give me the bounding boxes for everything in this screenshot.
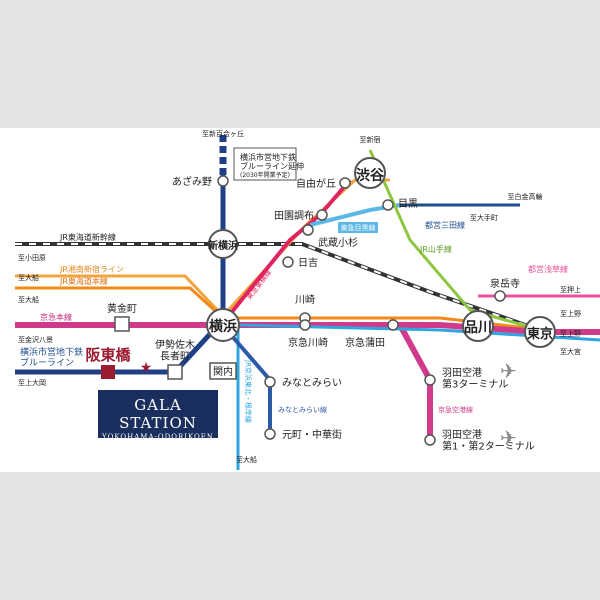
station-marker-hantobashi: [101, 365, 115, 379]
dest-label: 至白金高輪: [508, 192, 543, 201]
dest-label: 至上野: [560, 329, 581, 338]
station-motomachi: 元町・中華街: [282, 428, 342, 441]
airplane-icon: ✈: [500, 426, 517, 450]
route-map: 渋谷 横浜 新横浜 品川 東京 黄金町 伊勢佐木長者町 関内 阪東橋 ★ あざみ…: [0, 128, 600, 472]
station-marker-minatomirai: [264, 376, 276, 388]
yamanote-line: [368, 149, 541, 332]
station-yokohama: 横浜: [209, 318, 237, 335]
line-label-airport: 京急空港線: [438, 405, 473, 414]
dest-label: 至上野: [560, 309, 581, 318]
jr-tokaido-line: [15, 286, 546, 332]
line-label-toyoko: 東急東横線: [244, 268, 273, 301]
station-haneda12: 羽田空港第1・第2ターミナル: [442, 428, 535, 453]
station-marker-isezaki: [167, 364, 183, 380]
line-label-asakusa: 都営浅草線: [528, 264, 568, 274]
airplane-icon: ✈: [500, 359, 517, 383]
line-label-shonan: JR湘南新宿ライン: [59, 264, 124, 274]
property-star-icon: ★: [140, 360, 153, 376]
dest-label: 至小田原: [18, 253, 46, 262]
station-kawasaki: 川崎: [295, 293, 315, 306]
station-marker-haneda3: [424, 374, 436, 386]
station-marker-kannai: [209, 362, 237, 380]
property-subtitle: YOKOHAMA-ODORIKOEN: [101, 433, 215, 441]
line-label-shinkansen: JR東海道新幹線: [59, 232, 116, 242]
dest-label: 至新宿: [360, 135, 381, 144]
dest-label: 至上大岡: [18, 378, 46, 387]
line-label-blue-line: 横浜市営地下鉄ブルーライン: [20, 346, 83, 368]
property-box: GALA STATION YOKOHAMA-ODORIKOEN ガーラ・ステーシ…: [98, 390, 218, 452]
station-musashikosugi: 武蔵小杉: [318, 236, 358, 249]
dest-label: 至大宮: [560, 347, 581, 356]
dest-label: 至大船: [18, 273, 39, 282]
line-label-meguro: 東急目黒線: [341, 223, 376, 232]
station-hantobashi: 阪東橋: [85, 346, 131, 364]
line-label-mita: 都営三田線: [425, 220, 465, 230]
station-marker-yokohama: [206, 308, 240, 342]
station-jiyugaoka: 自由が丘: [296, 177, 336, 190]
station-azamino: あざみ野: [172, 175, 212, 188]
station-hiyoshi: 日吉: [298, 257, 318, 269]
property-name: GALA STATION: [119, 396, 197, 432]
dest-label: 至新百合ヶ丘: [202, 129, 244, 138]
station-haneda3: 羽田空港第3ターミナル: [442, 366, 508, 391]
station-tokyo: 東京: [527, 326, 553, 342]
dest-label: 至大船: [18, 295, 39, 304]
extension-note-title: 横浜市営地下鉄ブルーライン延伸: [240, 152, 304, 171]
station-shibuya: 渋谷: [356, 167, 385, 184]
route-map-svg: 渋谷 横浜 新横浜 品川 東京 黄金町 伊勢佐木長者町 関内 阪東橋 ★ あざみ…: [15, 129, 600, 470]
station-marker-motomachi: [264, 428, 276, 440]
station-marker-denenchofu: [316, 209, 328, 221]
station-marker-azamino: [217, 175, 229, 187]
station-marker-shibuya: [354, 157, 386, 189]
extension-note-box: [233, 147, 297, 181]
station-minatomirai: みなとみらい: [282, 377, 342, 389]
station-meguro: 目黒: [398, 198, 418, 210]
line-label-negishi: JR京浜東北・根岸線: [244, 359, 253, 423]
extension-note-date: (2030年開業予定): [240, 171, 290, 179]
station-marker-musashikosugi: [302, 224, 314, 236]
dest-label: 至大手町: [470, 213, 498, 222]
dest-label: 至大船: [236, 455, 257, 464]
station-denenchofu: 田園調布: [274, 209, 314, 222]
station-kogane: 黄金町: [107, 302, 137, 315]
line-label-yamanote: JR山手線: [419, 244, 452, 254]
line-label-jr-tokaido: JR東海道本線: [59, 276, 108, 286]
station-marker-jiyugaoka: [339, 177, 351, 189]
station-keikyu-kamata: 京急蒲田: [345, 336, 385, 349]
dest-label: 至押上: [560, 285, 581, 294]
station-isezaki: 伊勢佐木長者町: [155, 338, 195, 363]
station-marker-shin-yokohama: [208, 229, 238, 259]
station-marker-keikyu-kawasaki: [299, 319, 311, 331]
station-sengakuji: 泉岳寺: [490, 277, 520, 290]
line-label-minatomirai: みなとみらい線: [278, 405, 327, 414]
station-marker-hiyoshi: [282, 256, 294, 268]
station-marker-shinagawa: [462, 310, 494, 342]
station-kannai: 関内: [213, 365, 233, 378]
station-shinagawa: 品川: [464, 320, 492, 336]
station-keikyu-kawasaki: 京急川崎: [288, 336, 328, 349]
station-marker-keikyu-kamata: [387, 319, 399, 331]
station-marker-meguro: [382, 199, 394, 211]
station-marker-tokyo: [524, 316, 556, 348]
dest-label: 至金沢八景: [18, 335, 53, 344]
station-marker-sengakuji: [494, 290, 506, 302]
station-marker-kogane: [114, 316, 130, 332]
station-shin-yokohama: 新横浜: [208, 239, 238, 252]
station-marker-haneda12: [424, 434, 436, 446]
property-japanese: ガーラ・ステーション横浜大通り公園: [107, 445, 209, 452]
line-label-keikyu: 京急本線: [40, 312, 72, 322]
